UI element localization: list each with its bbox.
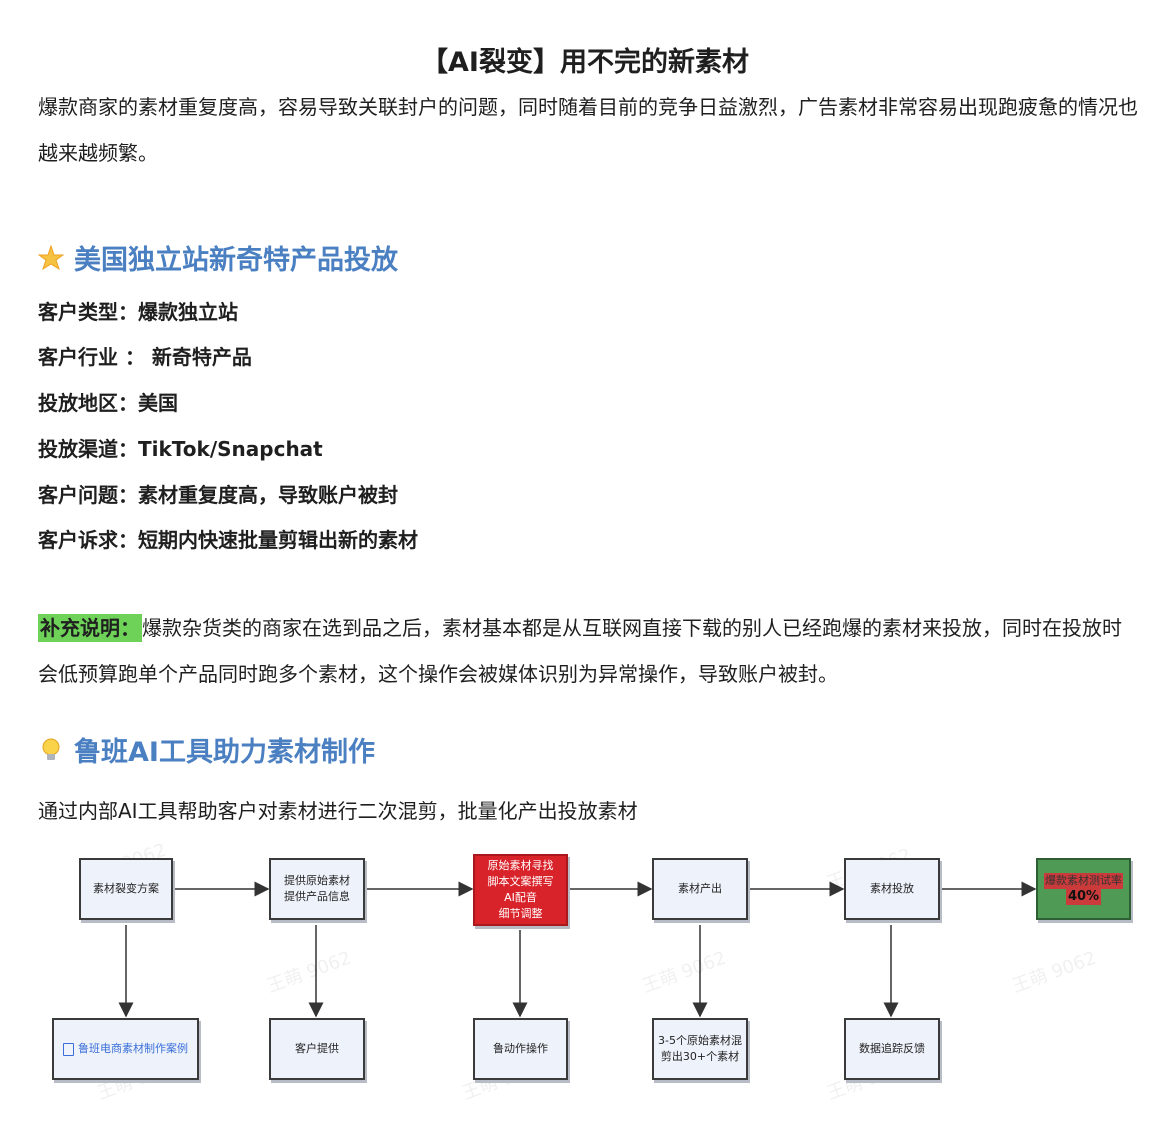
flow-node-production-steps: 原始素材寻找 脚本文案撰写 AI配音 细节调整 <box>473 854 568 926</box>
flow-node-plan: 素材裂变方案 <box>79 858 173 920</box>
lightbulb-icon <box>42 738 60 760</box>
section-heading-us-store: 美国独立站新奇特产品投放 <box>38 238 398 277</box>
section-heading-text: 美国独立站新奇特产品投放 <box>74 245 398 276</box>
supplementary-note: 补充说明：爆款杂货类的商家在选到品之后，素材基本都是从互联网直接下载的别人已经跑… <box>38 605 1138 697</box>
luban-description: 通过内部AI工具帮助客户对素材进行二次混剪，批量化产出投放素材 <box>38 799 638 823</box>
section-heading-text: 鲁班AI工具助力素材制作 <box>74 737 375 768</box>
flow-connectors <box>118 881 1037 1018</box>
page-title: 【AI裂变】用不完的新素材 <box>421 47 749 78</box>
sparkle-star-icon <box>38 244 64 270</box>
flow-node-case-link[interactable]: 鲁班电商素材制作案例 <box>52 1018 199 1080</box>
intro-paragraph: 爆款商家的素材重复度高，容易导致关联封户的问题，同时随着目前的竞争日益激烈，广告… <box>38 95 1138 165</box>
flow-node-output: 素材产出 <box>652 858 748 920</box>
customer-demand-line: 客户诉求：短期内快速批量剪辑出新的素材 <box>38 528 418 552</box>
flow-node-hit-rate: 爆款素材测试率 40% <box>1036 858 1131 920</box>
flow-node-data-tracking: 数据追踪反馈 <box>844 1018 940 1080</box>
flow-node-remix: 3-5个原始素材混 剪出30+个素材 <box>652 1018 748 1080</box>
document-icon <box>63 1042 74 1056</box>
channel-line: 投放渠道：TikTok/Snapchat <box>38 437 323 461</box>
workflow-diagram: 王萌 9062 王萌 9062 王萌 9062 王萌 9062 王萌 9062 … <box>0 840 1170 1104</box>
flow-node-delivery: 素材投放 <box>844 858 940 920</box>
note-label: 补充说明： <box>38 614 142 642</box>
customer-industry-line: 客户行业 ： 新奇特产品 <box>38 345 252 369</box>
flow-node-operation: 鲁动作操作 <box>473 1018 568 1080</box>
flow-node-customer-provide: 客户提供 <box>269 1018 365 1080</box>
region-line: 投放地区：美国 <box>38 391 178 415</box>
flow-node-provide-material: 提供原始素材 提供产品信息 <box>269 858 365 920</box>
section-heading-luban: 鲁班AI工具助力素材制作 <box>38 730 375 769</box>
customer-type-line: 客户类型：爆款独立站 <box>38 300 238 324</box>
note-text: 爆款杂货类的商家在选到品之后，素材基本都是从互联网直接下载的别人已经跑爆的素材来… <box>38 616 1122 686</box>
customer-problem-line: 客户问题：素材重复度高，导致账户被封 <box>38 483 398 507</box>
